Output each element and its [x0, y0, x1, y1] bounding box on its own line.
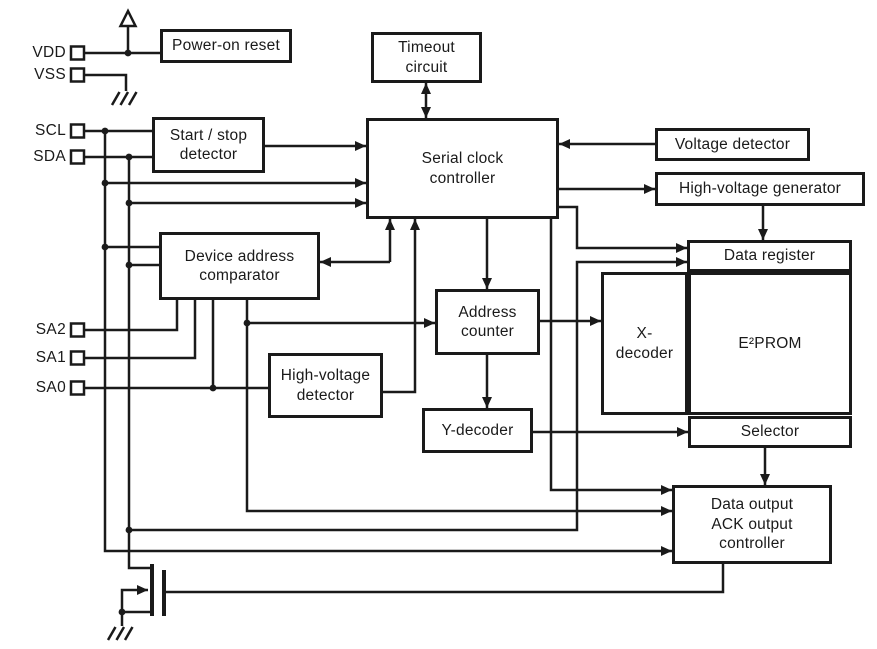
pin-vdd [69, 45, 86, 61]
block-timeout-circuit: Timeout circuit [371, 32, 482, 83]
block-start-stop-detector: Start / stop detector [152, 117, 265, 173]
wire-vss [84, 73, 128, 91]
pin-label-sa0: SA0 [35, 379, 66, 396]
pin-sa2 [69, 322, 86, 338]
pin-sa0 [69, 380, 86, 396]
pin-label-scl: SCL [34, 122, 66, 139]
wire-sa2 [84, 300, 179, 332]
block-high-voltage-detector: High-voltage detector [268, 353, 383, 418]
supply-triangle-icon [118, 8, 138, 28]
wire-sda-to-data-register [129, 257, 687, 532]
block-serial-clock-controller: Serial clock controller [366, 118, 559, 219]
wire-scc-to-ack-controller [549, 219, 672, 495]
wire-ack-controller-to-gate [166, 564, 725, 594]
pin-label-sda: SDA [33, 148, 66, 165]
block-eeprom-array: E²PROM [688, 272, 852, 415]
transistor-source-wire [120, 610, 152, 626]
block-data-register: Data register [687, 240, 852, 272]
pin-scl [69, 123, 86, 139]
block-selector: Selector [688, 416, 852, 448]
pin-squares [69, 45, 86, 396]
wire-comparator-to-ack-controller [245, 300, 672, 516]
block-power-on-reset: Power-on reset [160, 29, 292, 63]
block-data-output-ack-controller: Data output ACK output controller [672, 485, 832, 564]
nmos-transistor-icon [120, 564, 166, 626]
wire-scl-bus-to-ack-controller [103, 131, 672, 556]
pin-sda [69, 149, 86, 165]
pin-label-vss: VSS [34, 66, 66, 83]
pin-label-vdd: VDD [32, 44, 66, 61]
pin-sa1 [69, 350, 86, 366]
block-x-decoder: X- decoder [601, 272, 688, 415]
ground-icon-vss [110, 91, 138, 106]
block-high-voltage-generator: High-voltage generator [655, 172, 865, 206]
ground-icon-output [106, 626, 134, 641]
wire-scc-to-data-register [559, 205, 687, 253]
block-voltage-detector: Voltage detector [655, 128, 810, 161]
pin-label-sa1: SA1 [35, 349, 66, 366]
block-y-decoder: Y-decoder [422, 408, 533, 453]
pin-vss [69, 67, 86, 83]
wire-sa1 [84, 300, 197, 360]
wire-sda-bus-to-transistor [127, 157, 150, 570]
junction-dots [101, 49, 251, 616]
wire-hv-detector-to-scc [383, 219, 420, 394]
block-device-address-comparator: Device address comparator [159, 232, 320, 300]
block-address-counter: Address counter [435, 289, 540, 355]
transistor-source-arrow [120, 585, 148, 612]
pin-label-sa2: SA2 [35, 321, 66, 338]
